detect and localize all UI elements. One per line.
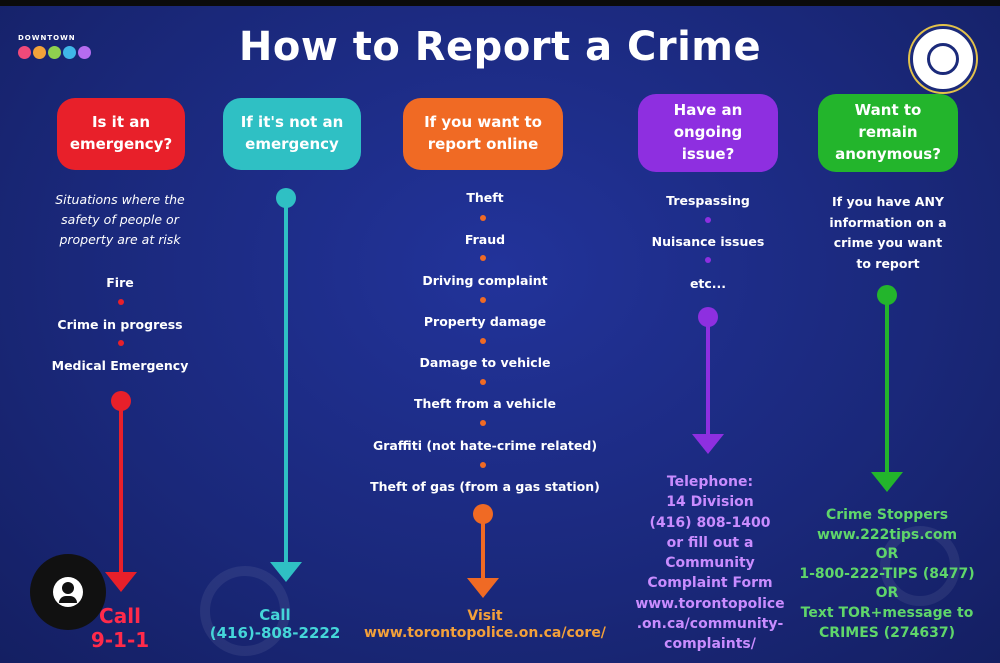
phone-watermark-icon (200, 566, 290, 656)
bullet-dot-icon (118, 340, 124, 346)
bullet-dot-icon (118, 299, 124, 305)
non-emergency-pill: If it's not an emergency (223, 98, 361, 170)
arrow-shaft (481, 518, 485, 582)
arrow-down-icon (105, 572, 137, 592)
non-emergency-cta: Call (416)-808-2222 (209, 606, 341, 642)
bullet-dot-icon (480, 379, 486, 385)
ongoing-cta: Telephone: 14 Division (416) 808-1400 or… (635, 474, 785, 653)
bullet-dot-icon (480, 420, 486, 426)
list-item: Theft of gas (from a gas station) (370, 479, 600, 494)
arrow-down-icon (692, 434, 724, 454)
list-item: Damage to vehicle (419, 355, 551, 370)
arrow-shaft (284, 202, 288, 566)
bullet-dot-icon (480, 462, 486, 468)
list-item: Theft (466, 190, 504, 205)
list-item: Crime in progress (57, 317, 183, 332)
phone-watermark-icon (880, 526, 960, 606)
online-pill: If you want to report online (403, 98, 563, 170)
list-item: Fire (106, 275, 134, 290)
profile-avatar-button[interactable] (30, 554, 106, 630)
bullet-dot-icon (705, 217, 711, 223)
emergency-intro: Situations where the safety of people or… (55, 192, 185, 247)
bullet-dot-icon (480, 215, 486, 221)
list-item: Medical Emergency (51, 358, 189, 373)
anonymous-pill: Want to remain anonymous? (818, 94, 958, 172)
brand-dots (18, 46, 91, 59)
list-item: Graffiti (not hate-crime related) (372, 438, 598, 453)
online-cta: Visit www.torontopolice.on.ca/core/ (364, 608, 606, 641)
arrow-shaft (885, 299, 889, 473)
downtown-yonge-logo: DOWNTOWN (18, 34, 91, 59)
police-seal-icon (910, 26, 976, 92)
arrow-shaft (706, 321, 710, 435)
brand-dot-icon (18, 46, 31, 59)
bullet-dot-icon (705, 257, 711, 263)
arrow-start-dot-icon (698, 307, 718, 327)
user-icon (53, 577, 83, 607)
bullet-dot-icon (480, 297, 486, 303)
list-item: Property damage (423, 314, 547, 329)
list-item: Nuisance issues (651, 234, 765, 249)
emergency-pill: Is it an emergency? (57, 98, 185, 170)
brand-dot-icon (63, 46, 76, 59)
list-item: etc... (689, 276, 727, 291)
anonymous-cta: Crime Stoppers www.222tips.com OR 1-800-… (799, 507, 975, 641)
emergency-cta: Call 9-1-1 (90, 604, 150, 652)
arrow-down-icon (270, 562, 302, 582)
arrow-down-icon (467, 578, 499, 598)
list-item: Trespassing (666, 193, 750, 208)
page-title: How to Report a Crime (238, 24, 762, 70)
brand-dot-icon (78, 46, 91, 59)
arrow-start-dot-icon (473, 504, 493, 524)
arrow-shaft (119, 406, 123, 574)
arrow-down-icon (871, 472, 903, 492)
arrow-start-dot-icon (111, 391, 131, 411)
brand-line: DOWNTOWN (18, 34, 76, 42)
anonymous-intro: If you have ANY information on a crime y… (829, 194, 947, 271)
arrow-start-dot-icon (877, 285, 897, 305)
list-item: Fraud (464, 232, 506, 247)
brand-dot-icon (48, 46, 61, 59)
ongoing-pill: Have an ongoing issue? (638, 94, 778, 172)
brand-dot-icon (33, 46, 46, 59)
list-item: Theft from a vehicle (413, 396, 556, 411)
arrow-start-dot-icon (276, 188, 296, 208)
bullet-dot-icon (480, 338, 486, 344)
list-item: Driving complaint (422, 273, 548, 288)
bullet-dot-icon (480, 255, 486, 261)
